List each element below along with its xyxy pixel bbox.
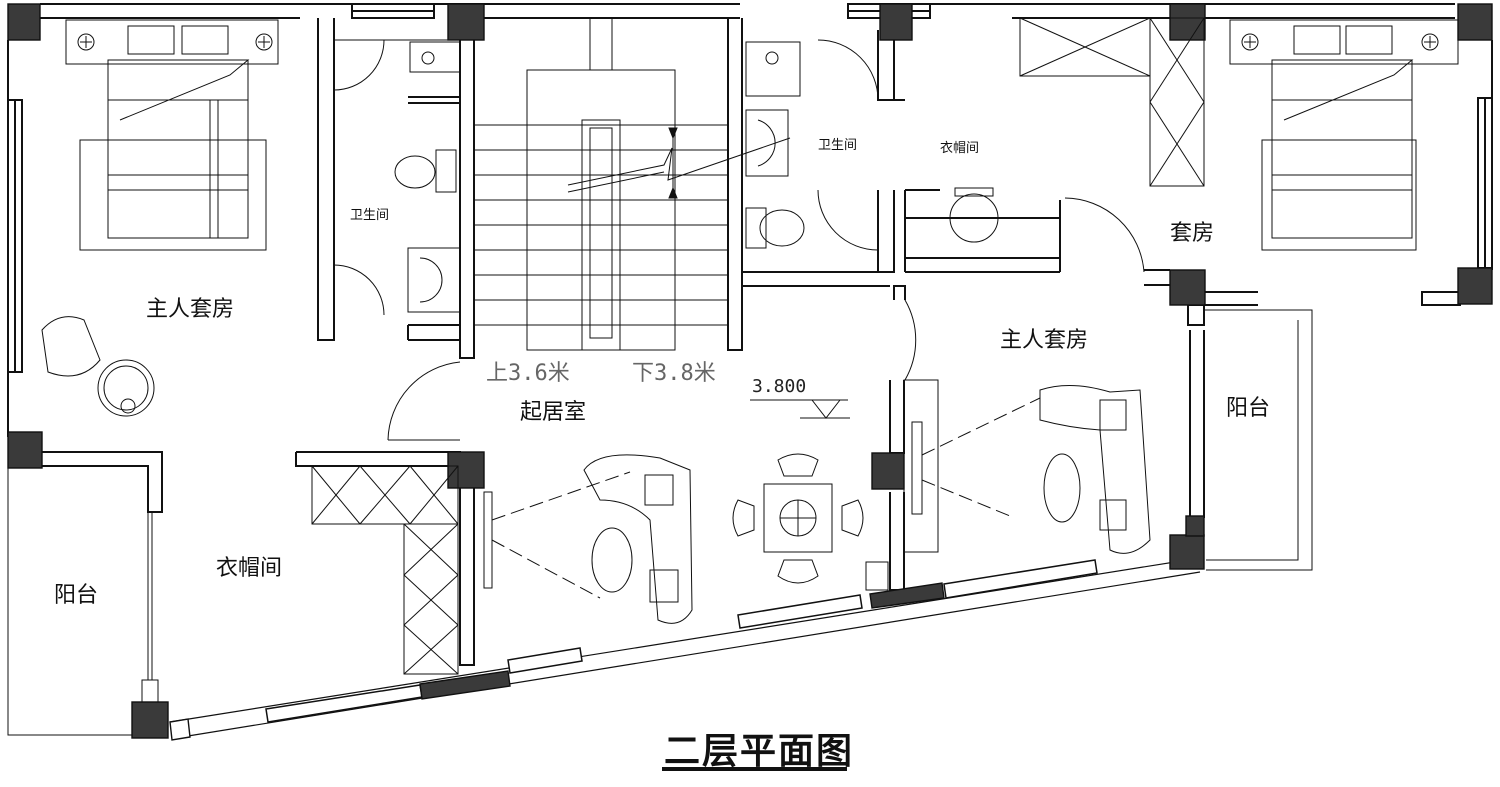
room-label-master-suite-left: 主人套房 — [146, 297, 235, 322]
closets — [311, 17, 1205, 675]
elevation-marker — [750, 399, 850, 419]
bed-right — [1229, 19, 1459, 251]
living-furniture — [483, 379, 1151, 624]
bathroom-fixtures — [394, 41, 805, 313]
stair-up-label: 上3.6米 — [486, 361, 570, 386]
stair-down-label: 下3.8米 — [632, 361, 716, 386]
room-label-living-room: 起居室 — [520, 400, 587, 425]
structural-columns — [7, 3, 1493, 739]
elevation-label: 3.800 — [752, 376, 807, 397]
slanted-facade — [169, 557, 1201, 741]
plan-title: 二层平面图 — [664, 731, 855, 772]
title-underline — [662, 767, 847, 771]
room-label-bathroom-right: 卫生间 — [818, 138, 858, 153]
room-label-cloakroom-right: 衣帽间 — [940, 141, 980, 156]
room-label-cloakroom-left: 衣帽间 — [216, 556, 283, 581]
room-label-suite-right: 套房 — [1170, 221, 1215, 246]
room-label-balcony-left: 阳台 — [54, 583, 99, 608]
staircase — [474, 18, 791, 351]
vanity-chair — [949, 187, 999, 243]
room-label-master-suite-right: 主人套房 — [1000, 328, 1089, 353]
lounge-chair — [41, 316, 155, 417]
room-label-balcony-right: 阳台 — [1226, 396, 1271, 421]
outer-walls — [7, 3, 1493, 437]
room-label-bathroom-left: 卫生间 — [350, 208, 390, 223]
bed-left — [65, 19, 279, 251]
balcony-outlines — [7, 309, 1313, 736]
doors — [333, 39, 1145, 441]
